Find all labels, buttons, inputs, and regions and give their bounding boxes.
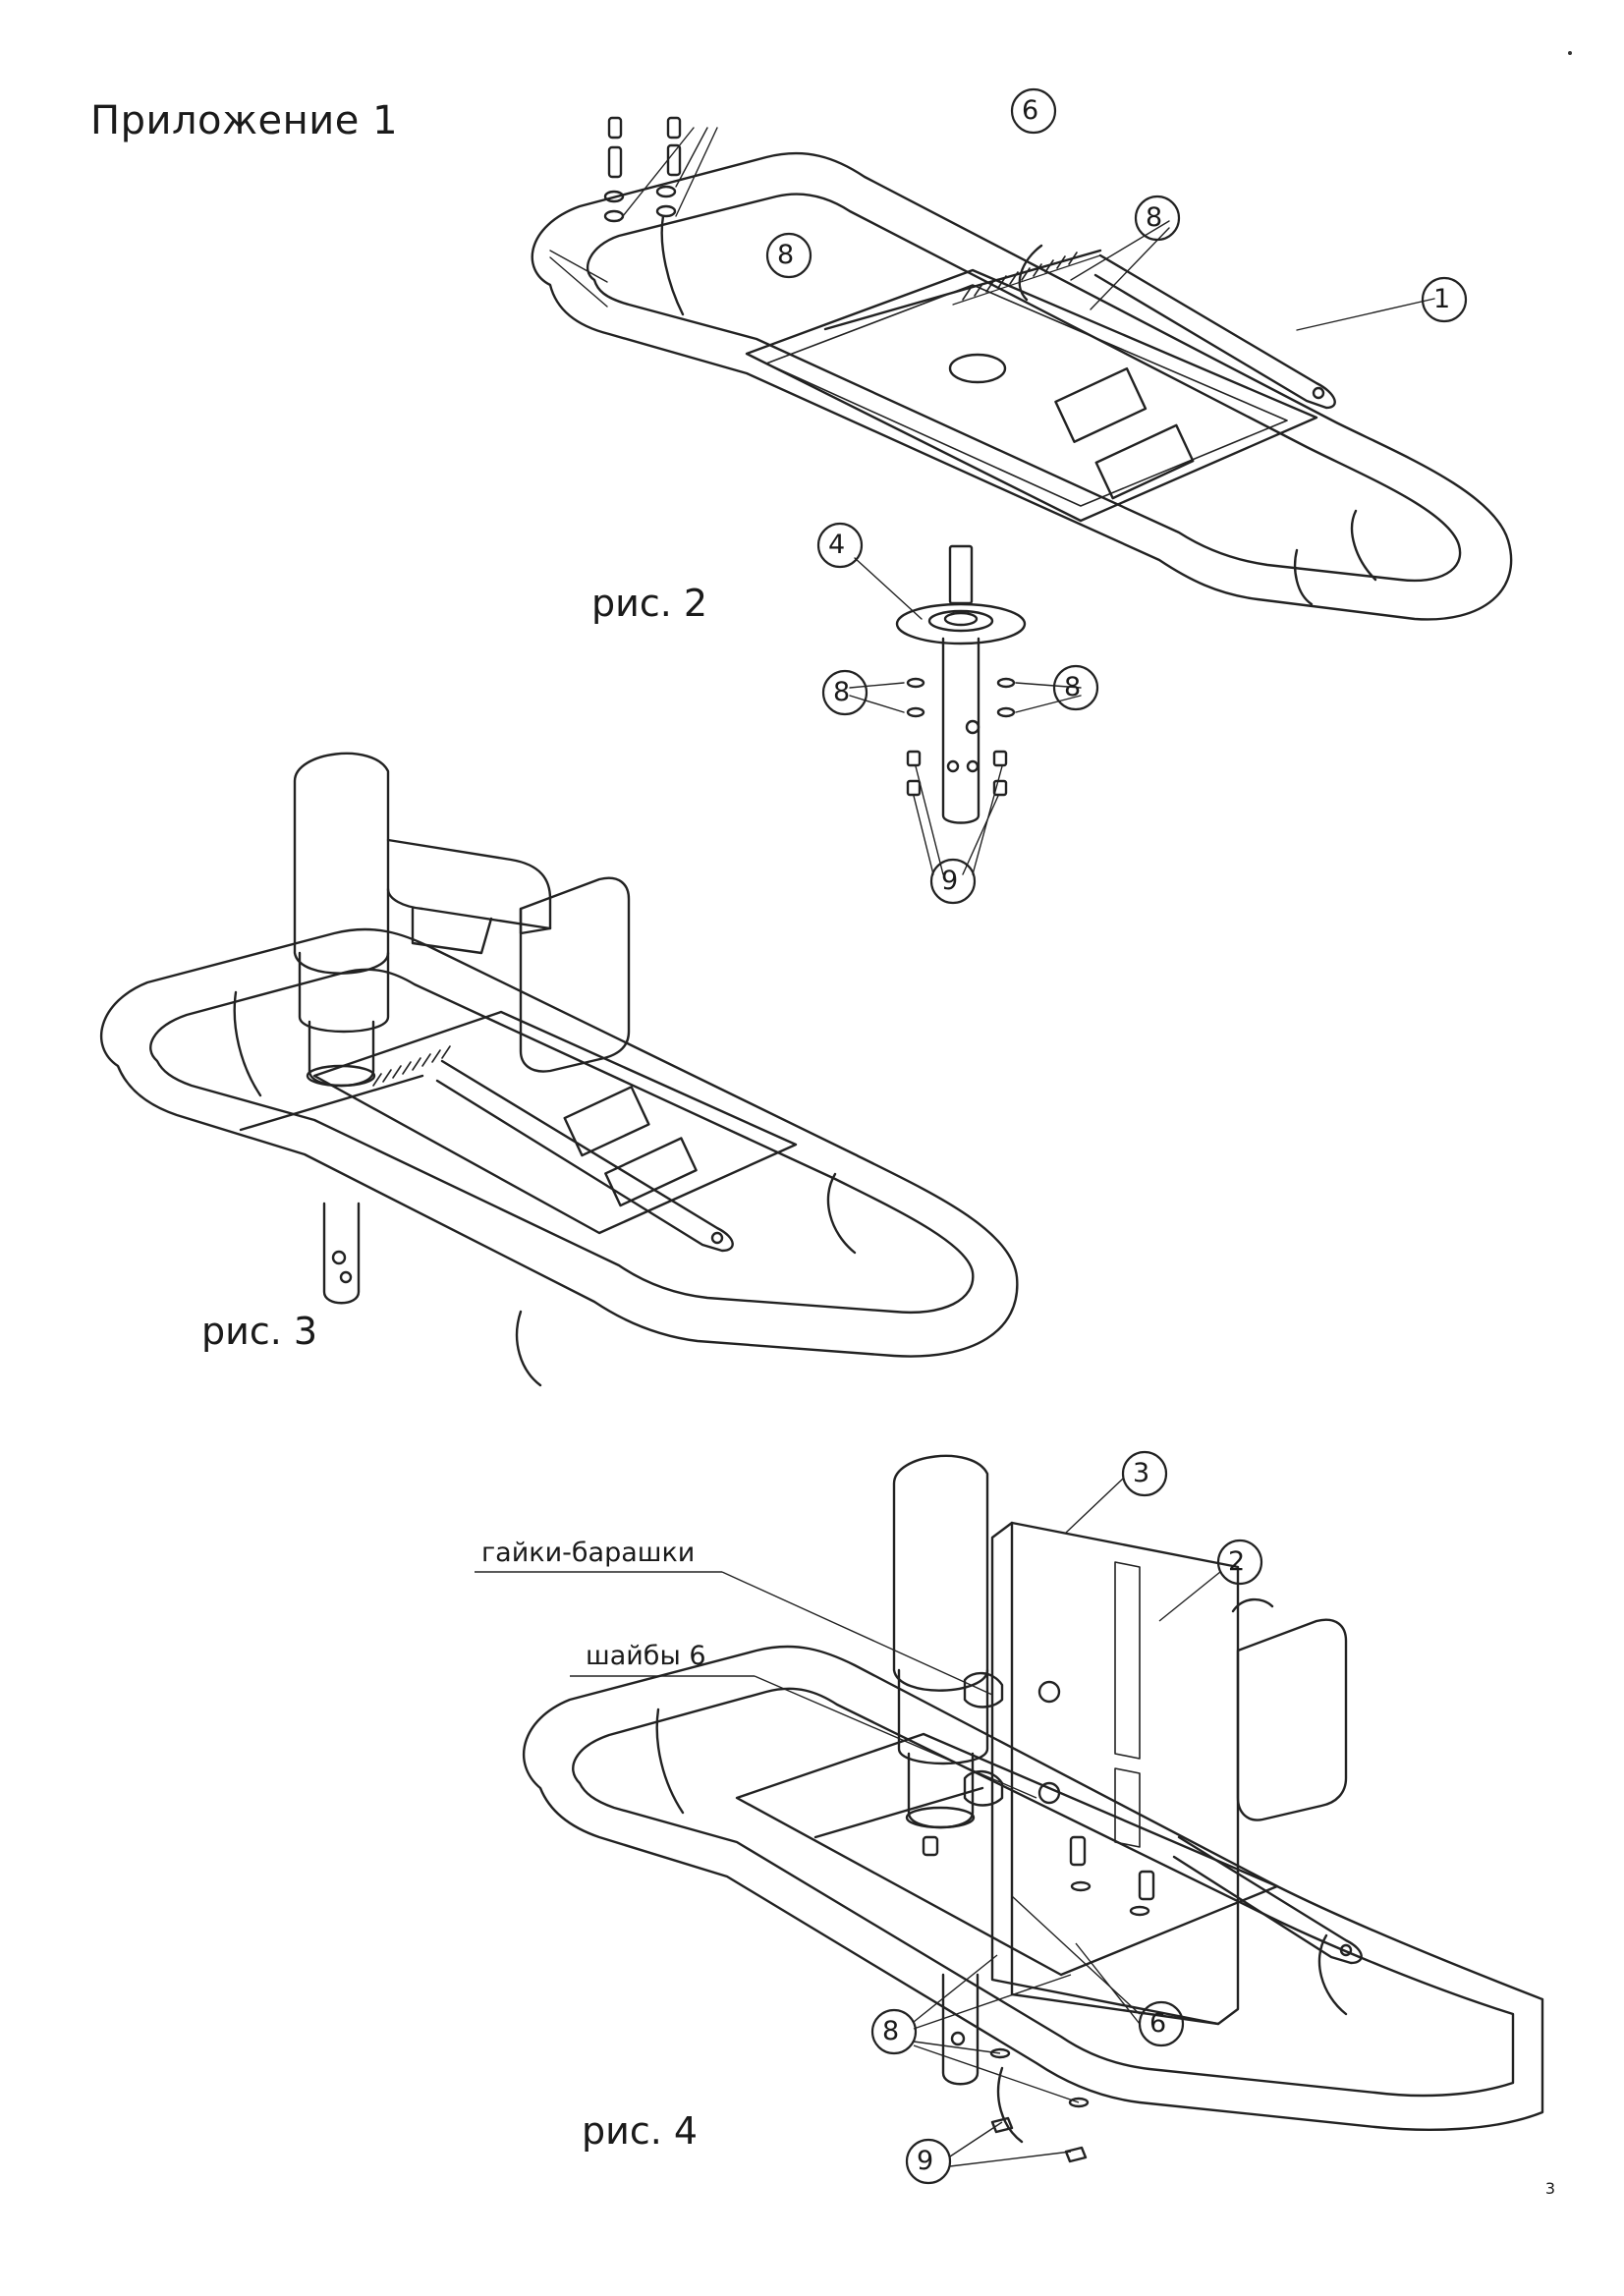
page-title: Приложение 1	[90, 98, 399, 143]
figure-4-drawing	[523, 1454, 1544, 2163]
callout-2	[1216, 1539, 1263, 1586]
callout-4-label: 4	[828, 530, 846, 560]
callout-6-label: 6	[1022, 95, 1039, 126]
callout-9-label: 9	[917, 2146, 934, 2176]
callout-6-label: 6	[1149, 2008, 1167, 2039]
callout-9	[905, 2138, 952, 2185]
figure-2-caption: рис. 2	[591, 582, 708, 625]
callout-8-shaft-right	[1052, 664, 1099, 711]
figure-3-drawing	[100, 752, 1019, 1387]
figure-3-caption: рис. 3	[201, 1310, 318, 1353]
scan-speck	[1568, 51, 1572, 55]
callout-2-label: 2	[1228, 1546, 1246, 1577]
callout-9-label: 9	[941, 866, 959, 896]
callout-4	[816, 522, 864, 569]
callout-9	[929, 858, 977, 905]
callout-1-label: 1	[1433, 284, 1451, 314]
figure-4-caption: рис. 4	[582, 2109, 699, 2153]
callout-6	[1010, 87, 1057, 135]
callout-8-label: 8	[1064, 672, 1082, 702]
callout-8-shaft-left	[821, 669, 868, 716]
callout-8	[870, 2008, 918, 2055]
callout-8-label: 8	[882, 2016, 900, 2046]
wing-nuts-label: гайки-барашки	[481, 1538, 696, 1568]
callout-8-label: 8	[777, 240, 795, 270]
page-number: 3	[1544, 2179, 1555, 2198]
callout-3	[1121, 1450, 1168, 1497]
callout-1	[1421, 276, 1468, 323]
figure-2-drawing	[531, 116, 1513, 875]
callout-3-label: 3	[1133, 1458, 1150, 1488]
callout-8-label: 8	[1146, 202, 1163, 233]
washers-label: шайбы 6	[586, 1641, 706, 1671]
callout-8-label: 8	[833, 677, 851, 707]
callout-8-right	[1134, 195, 1181, 242]
callout-8-left	[765, 232, 812, 279]
